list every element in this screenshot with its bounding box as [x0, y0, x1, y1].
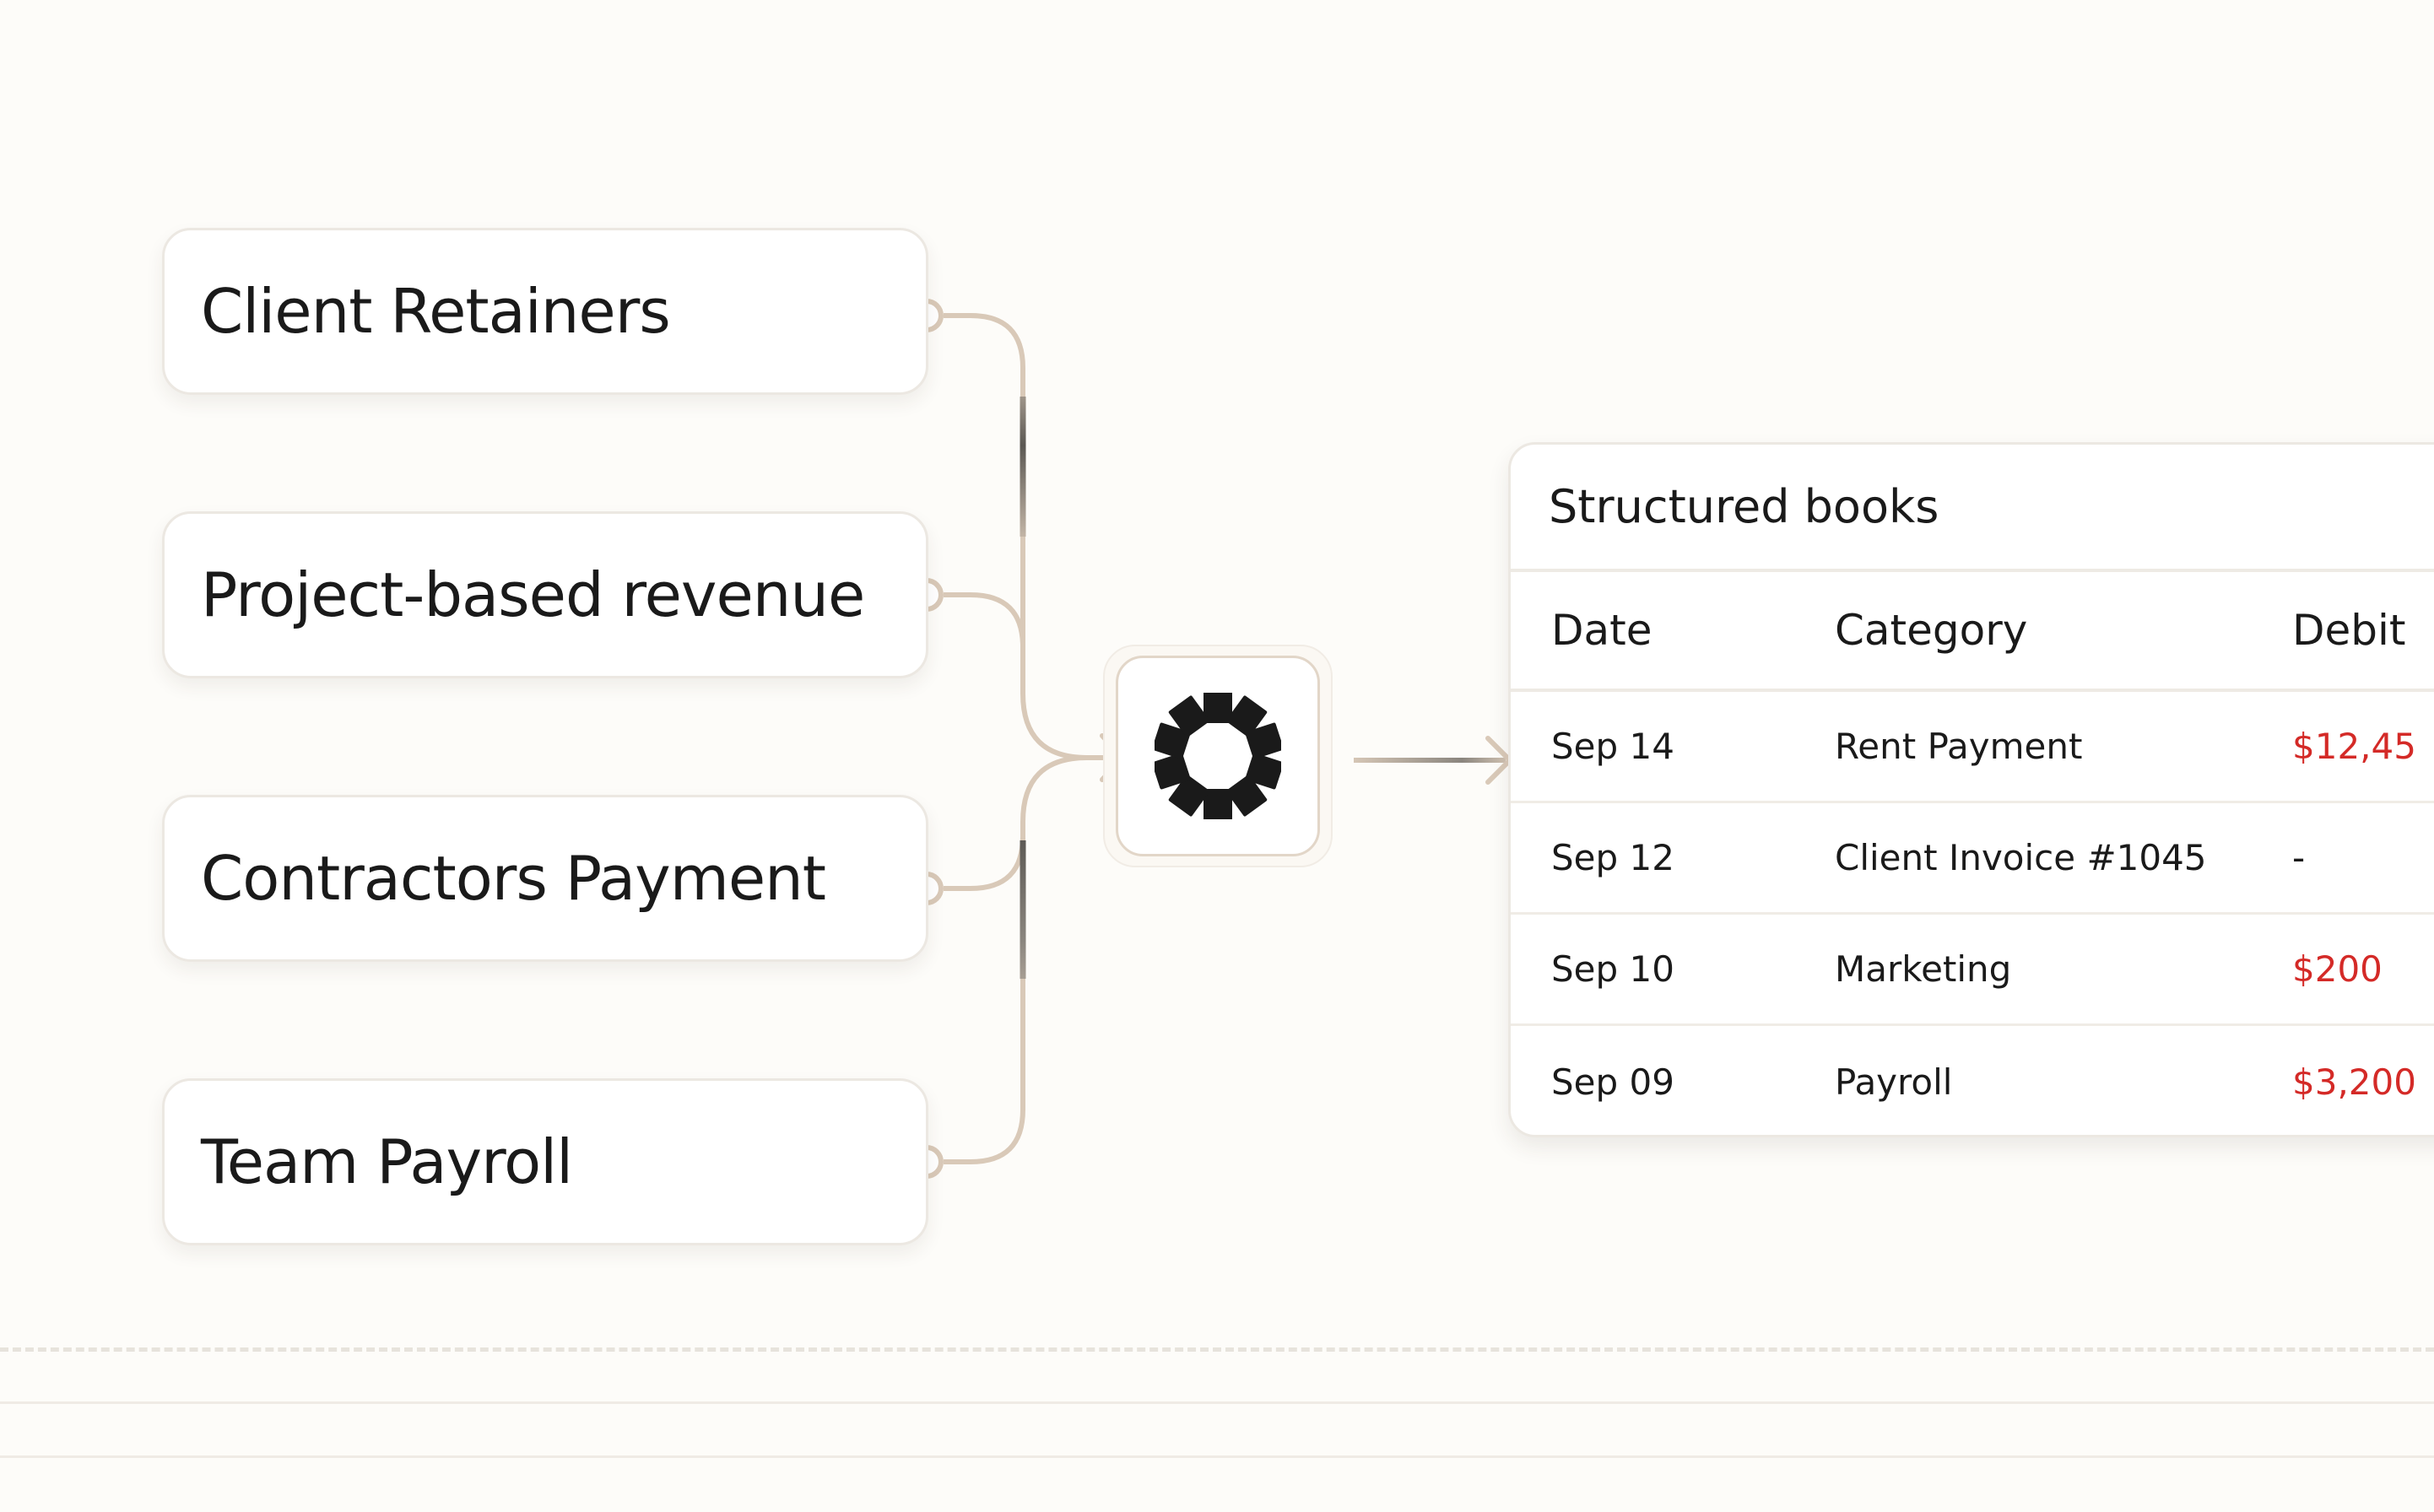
row-date: Sep 12	[1551, 837, 1674, 878]
source-label: Contractors Payment	[201, 843, 826, 914]
row-category: Payroll	[1835, 1061, 1953, 1103]
panel-title: Structured books	[1511, 445, 2434, 572]
source-label: Client Retainers	[201, 276, 671, 347]
row-category: Rent Payment	[1835, 726, 2083, 767]
sunburst-logo-icon	[1155, 693, 1281, 819]
structured-books-panel: Structured books Date Category Debit Sep…	[1508, 442, 2434, 1137]
row-debit: $12,45	[2292, 726, 2416, 767]
row-date: Sep 10	[1551, 948, 1674, 990]
connector-team-payroll	[944, 755, 1088, 1164]
column-header-date: Date	[1551, 606, 1652, 655]
source-label: Team Payroll	[201, 1126, 573, 1197]
hub-node	[1116, 656, 1320, 856]
divider-line	[0, 1455, 2434, 1458]
row-date: Sep 09	[1551, 1061, 1674, 1103]
connector-project-revenue	[944, 592, 1025, 648]
table-row: Sep 12 Client Invoice #1045 -	[1511, 803, 2434, 915]
column-header-debit: Debit	[2292, 606, 2406, 655]
source-card-project-revenue: Project-based revenue	[162, 511, 928, 678]
row-debit: -	[2292, 837, 2306, 878]
dashed-divider	[0, 1347, 2434, 1352]
column-header-category: Category	[1835, 606, 2028, 655]
connector-client-retainers	[944, 313, 1121, 760]
source-card-client-retainers: Client Retainers	[162, 228, 928, 395]
divider-line	[0, 1401, 2434, 1404]
table-row: Sep 10 Marketing $200	[1511, 915, 2434, 1026]
table-row: Sep 09 Payroll $3,200	[1511, 1026, 2434, 1135]
row-category: Client Invoice #1045	[1835, 837, 2207, 878]
row-debit: $200	[2292, 948, 2383, 990]
table-header: Date Category Debit	[1511, 572, 2434, 692]
table-row: Sep 14 Rent Payment $12,45	[1511, 692, 2434, 803]
source-label: Project-based revenue	[201, 559, 865, 630]
row-date: Sep 14	[1551, 726, 1674, 767]
row-debit: $3,200	[2292, 1061, 2416, 1103]
connector-contractors-payment	[944, 835, 1025, 891]
row-category: Marketing	[1835, 948, 2012, 990]
source-card-contractors-payment: Contractors Payment	[162, 795, 928, 962]
source-card-team-payroll: Team Payroll	[162, 1078, 928, 1245]
